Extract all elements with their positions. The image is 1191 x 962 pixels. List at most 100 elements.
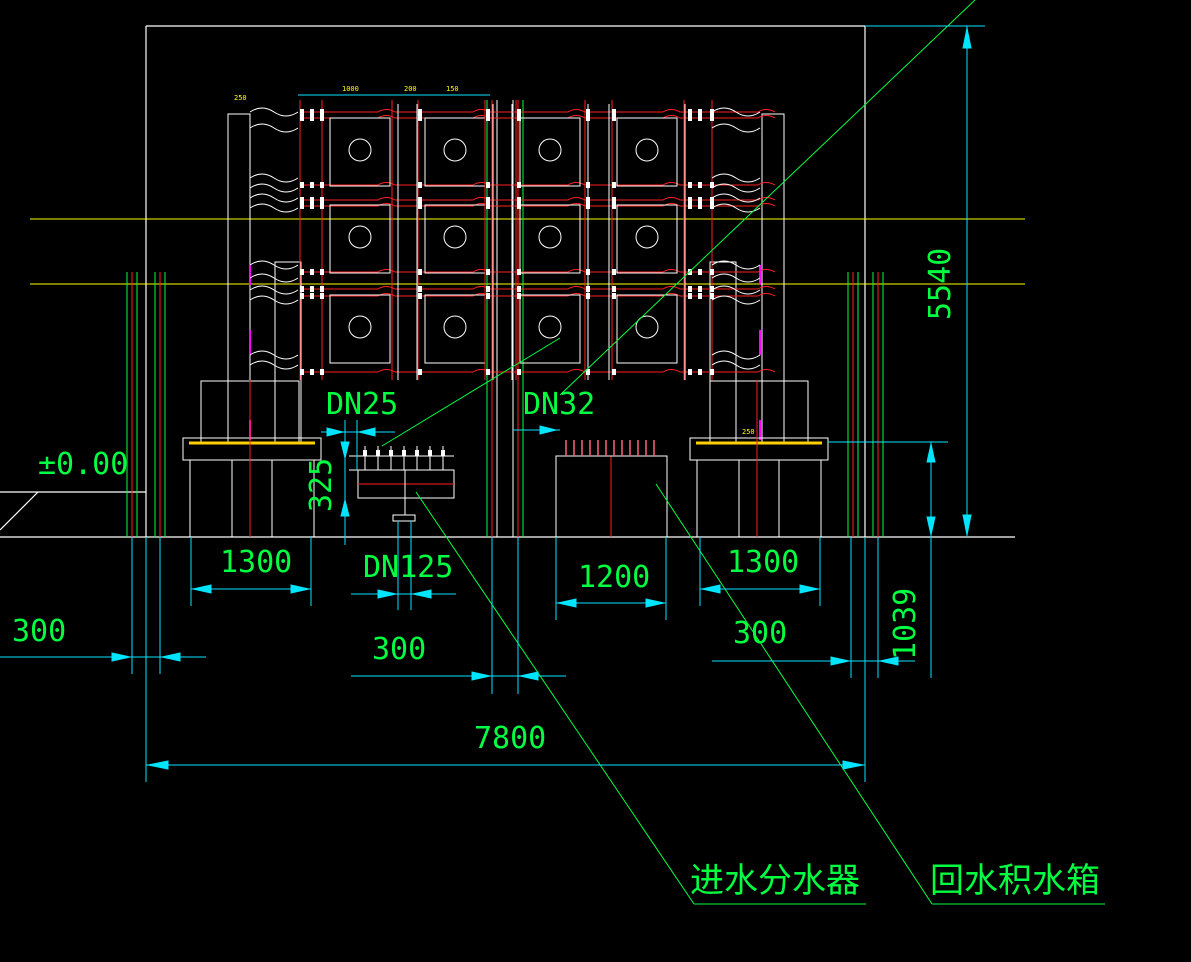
hose-right	[711, 273, 761, 283]
header-pipe	[300, 269, 776, 273]
panel-port-circle	[443, 315, 467, 339]
dimension-lines	[0, 25, 985, 782]
fitting	[698, 182, 702, 188]
hose-left	[249, 193, 299, 203]
fitting	[710, 115, 714, 121]
dn25-label: DN25	[326, 387, 398, 422]
fitting	[517, 269, 521, 275]
fitting	[698, 115, 702, 121]
radiator-panel	[424, 294, 486, 364]
hose-left	[249, 183, 299, 193]
fitting	[486, 293, 490, 299]
hose-left	[249, 173, 299, 183]
fitting	[698, 269, 702, 275]
fitting	[517, 203, 521, 209]
radiator-panel-grid	[249, 94, 776, 440]
fitting	[300, 115, 304, 121]
fitting	[418, 269, 422, 275]
hose-left	[249, 285, 299, 295]
fitting	[418, 115, 422, 121]
fitting	[688, 203, 692, 209]
fitting	[486, 286, 490, 292]
radiator-panel	[616, 204, 678, 274]
leader-lines	[381, 0, 1105, 905]
panel-port-circle	[348, 315, 372, 339]
fitting	[517, 115, 521, 121]
hose-right	[711, 173, 761, 183]
fitting	[320, 286, 324, 292]
fitting	[310, 203, 314, 209]
radiator-panel	[424, 204, 486, 274]
manifold-valve	[363, 450, 367, 456]
axis-lines	[30, 218, 1025, 285]
dim-300-right-label: 300	[733, 616, 787, 651]
fitting	[710, 197, 714, 203]
hose-left	[249, 350, 299, 360]
fitting	[486, 182, 490, 188]
fitting	[698, 293, 702, 299]
fitting	[688, 109, 692, 115]
panel-port-circle	[348, 225, 372, 249]
hose-left	[249, 273, 299, 283]
manifold-valve	[428, 450, 432, 456]
hose-right	[711, 183, 761, 193]
radiator-panel	[519, 294, 581, 364]
fitting	[300, 293, 304, 299]
top-dim-200: 200	[404, 85, 417, 93]
dim-300-left-label: 300	[12, 614, 66, 649]
fitting	[586, 109, 590, 115]
fitting	[300, 369, 304, 375]
radiator-panel	[329, 204, 391, 274]
fitting	[517, 109, 521, 115]
fitting	[710, 203, 714, 209]
fitting	[300, 286, 304, 292]
level-marker-label: ±0.00	[38, 447, 128, 482]
fitting	[320, 369, 324, 375]
fitting	[612, 203, 616, 209]
panel-port-circle	[635, 225, 659, 249]
fitting	[310, 115, 314, 121]
supply-manifold-callout: 进水分水器	[690, 861, 860, 901]
panel-port-circle	[635, 315, 659, 339]
fitting	[300, 109, 304, 115]
hose-right	[711, 295, 761, 305]
fitting	[698, 197, 702, 203]
fitting	[310, 109, 314, 115]
hose-right	[711, 260, 761, 270]
fitting	[418, 109, 422, 115]
fitting	[517, 293, 521, 299]
hose-right	[711, 107, 761, 117]
return-tank-callout: 回水积水箱	[930, 861, 1100, 901]
hose-left	[249, 107, 299, 117]
side-posts	[200, 113, 809, 443]
fitting	[418, 197, 422, 203]
right-base	[689, 380, 829, 538]
dim-300-mid-label: 300	[372, 632, 426, 667]
fitting	[688, 293, 692, 299]
header-pipe	[300, 286, 776, 290]
panel-port-circle	[538, 225, 562, 249]
fitting	[688, 115, 692, 121]
manifold-valve	[389, 450, 393, 456]
hose-right	[711, 360, 761, 370]
return-tank-stubs	[565, 440, 655, 456]
fitting	[688, 269, 692, 275]
fitting	[486, 115, 490, 121]
fitting	[320, 269, 324, 275]
fitting	[612, 182, 616, 188]
fitting	[310, 293, 314, 299]
hose-left	[249, 123, 299, 133]
hose-right	[711, 350, 761, 360]
fitting	[586, 203, 590, 209]
dim-1200-label: 1200	[578, 560, 650, 595]
fitting	[710, 293, 714, 299]
fitting	[612, 115, 616, 121]
panel-port-circle	[538, 315, 562, 339]
header-pipe	[300, 369, 776, 373]
fitting	[517, 197, 521, 203]
fitting	[517, 182, 521, 188]
hose-right	[711, 193, 761, 203]
fitting	[320, 197, 324, 203]
fitting	[320, 115, 324, 121]
hose-right	[711, 203, 761, 213]
